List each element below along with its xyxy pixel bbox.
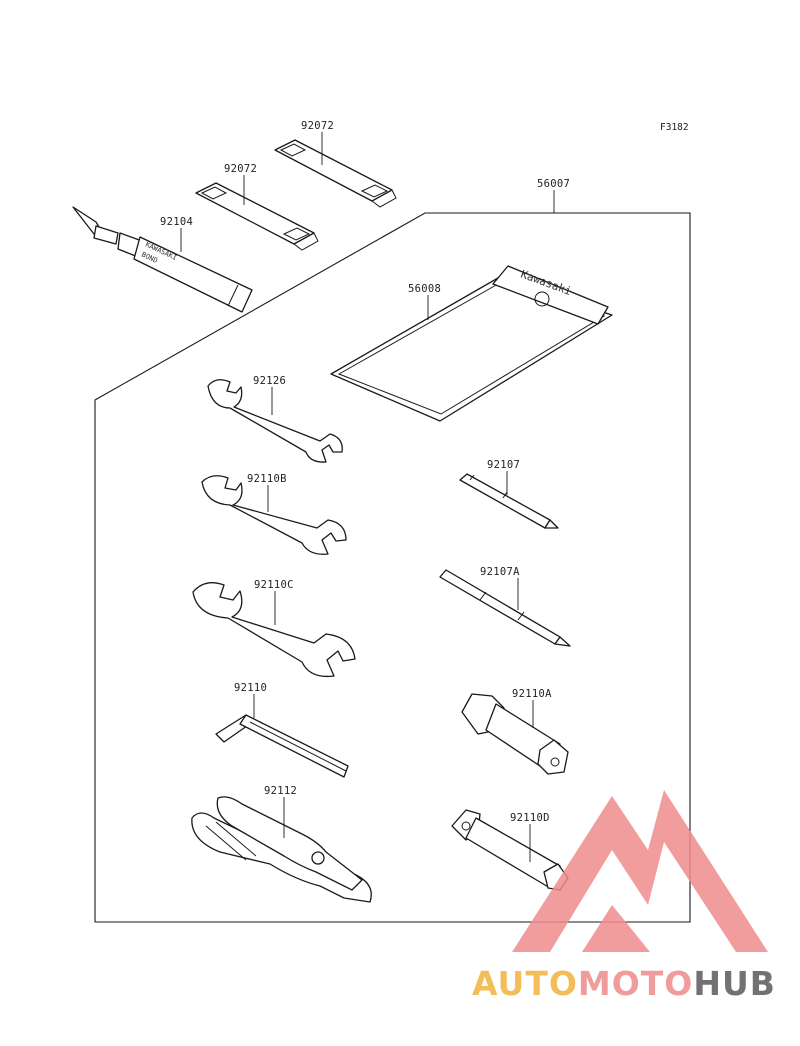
screwdriver-bit-part (459, 473, 559, 529)
part-label-92104: 92104 (160, 216, 193, 228)
part-label-92110A: 92110A (512, 688, 552, 700)
part-label-92112: 92112 (264, 785, 297, 797)
figure-code: F3182 (660, 122, 689, 133)
wrench-92110C-part (192, 582, 356, 678)
toolkit-frame (94, 212, 691, 923)
wrench-92110B-part (201, 475, 347, 555)
part-label-92072-lower: 92072 (224, 163, 257, 175)
wrench-92126-part (207, 379, 343, 463)
double-screwdriver-part (439, 569, 571, 647)
part-label-92126: 92126 (253, 375, 286, 387)
watermark-word-hub: HUB (693, 964, 776, 1003)
part-label-56008: 56008 (408, 283, 441, 295)
pliers-part (191, 796, 372, 903)
part-label-92110: 92110 (234, 682, 267, 694)
bond-tube-part: KAWASAKI BOND (72, 206, 253, 313)
part-label-92110C: 92110C (254, 579, 294, 591)
part-label-92110B: 92110B (247, 473, 287, 485)
part-label-92072-upper: 92072 (301, 120, 334, 132)
hex-key-part (215, 714, 349, 778)
part-label-56007: 56007 (537, 178, 570, 190)
part-label-92110D: 92110D (510, 812, 550, 824)
automotohub-watermark: AUTOMOTOHUB (472, 790, 776, 1003)
part-label-92107: 92107 (487, 459, 520, 471)
watermark-word-auto: AUTO (472, 964, 578, 1003)
plug-socket-part (461, 693, 569, 775)
watermark-triangle-logo (512, 790, 768, 952)
strap-lower-part (195, 182, 319, 251)
watermark-word-moto: MOTO (578, 964, 693, 1003)
strap-upper-part (274, 139, 397, 208)
part-label-92107A: 92107A (480, 566, 520, 578)
tool-pouch-part: Kawasaki (330, 265, 613, 422)
svg-text:AUTOMOTOHUB: AUTOMOTOHUB (472, 964, 776, 1003)
